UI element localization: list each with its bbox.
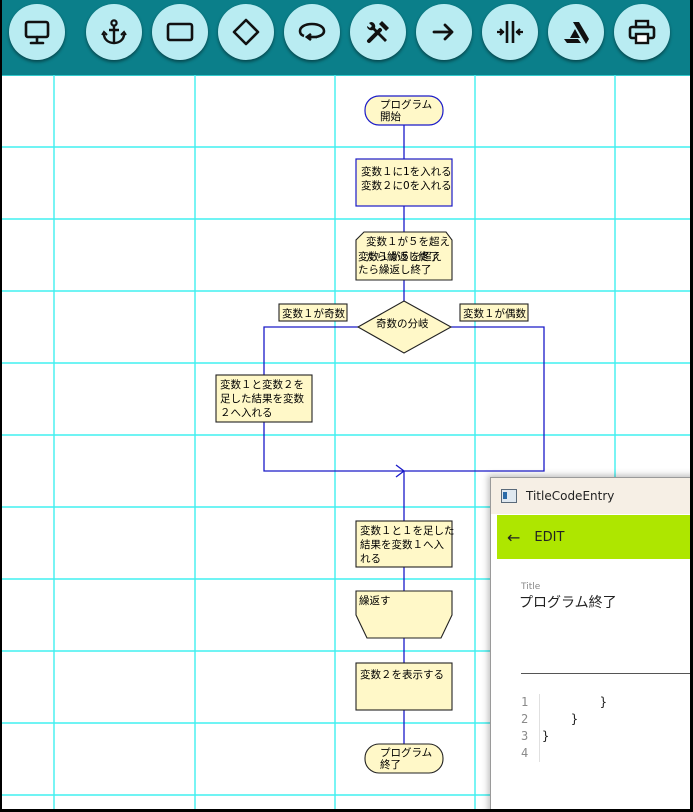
init-label: 変数２に0を入れる [361, 179, 452, 192]
loop-start-label: たら繰返し終了 [366, 250, 440, 263]
rectangle-button[interactable] [152, 4, 208, 60]
branch-right-text: 変数１が偶数 [463, 307, 526, 320]
line-text[interactable] [539, 745, 549, 762]
start-label: 開始 [380, 110, 401, 123]
start-label: プログラム [380, 98, 432, 111]
end-node[interactable] [364, 743, 444, 774]
tools-icon [367, 21, 389, 43]
tools-button[interactable] [350, 4, 406, 60]
split-button[interactable] [482, 4, 538, 60]
decision-node[interactable] [356, 300, 453, 354]
code-line[interactable]: 4 [521, 745, 607, 762]
add-vars-label: 足した結果を変数 [220, 392, 304, 405]
printer-button[interactable] [614, 4, 670, 60]
add-vars-label: ２へ入れる [220, 407, 273, 419]
loop-start-node[interactable] [355, 231, 453, 281]
branch-right-label[interactable] [459, 303, 529, 322]
loop-start-label: 変数１が５を超え [358, 250, 442, 263]
anchor-button[interactable] [86, 4, 142, 60]
increment-label: れる [360, 553, 381, 565]
arrow-right-icon [432, 23, 454, 41]
line-number: 3 [521, 729, 529, 743]
diamond-icon [232, 18, 260, 46]
end-label: プログラム [380, 746, 432, 759]
loop-icon [298, 22, 326, 42]
display-label: 変数２を表示する [360, 668, 444, 681]
window-app-icon [501, 489, 517, 503]
edit-appbar: ← EDIT [497, 515, 690, 559]
code-line[interactable]: 2 } [521, 711, 607, 728]
line-text[interactable]: } [539, 694, 607, 711]
display-node[interactable] [355, 662, 453, 711]
increment-node[interactable] [355, 520, 453, 568]
toolbar [2, 0, 690, 76]
title-field[interactable] [519, 594, 689, 610]
window-title: TitleCodeEntry [526, 489, 615, 503]
code-editor[interactable]: 1 }2 }3}4 [521, 694, 607, 762]
arrow-right-button[interactable] [416, 4, 472, 60]
init-label: 変数１に1を入れる [361, 165, 452, 178]
code-line[interactable]: 3} [521, 728, 607, 745]
diamond-button[interactable] [218, 4, 274, 60]
arrowhead [395, 464, 406, 478]
window-titlebar[interactable]: TitleCodeEntry [491, 478, 690, 514]
printer-icon [628, 19, 656, 45]
end-label: 終了 [380, 758, 401, 771]
loop-end-label: 繰返す [359, 594, 391, 607]
loop-end-node[interactable] [355, 590, 453, 639]
line-text[interactable]: } [539, 728, 549, 745]
anchor-icon [101, 19, 127, 45]
monitor-icon [24, 20, 50, 45]
title-field-label: Title [521, 582, 541, 592]
back-arrow-icon[interactable]: ← [507, 527, 521, 547]
init-node[interactable] [355, 158, 453, 207]
split-icon [497, 21, 523, 43]
line-number: 1 [521, 695, 529, 709]
add-vars-node[interactable] [215, 374, 313, 423]
line-text[interactable]: } [539, 711, 578, 728]
separator [521, 673, 690, 674]
decision-label: 奇数の分岐 [376, 317, 429, 330]
monitor-button[interactable] [9, 4, 65, 60]
loop-button[interactable] [284, 4, 340, 60]
increment-label: 変数１と１を足した [360, 524, 455, 537]
rectangle-icon [166, 22, 194, 42]
line-number: 4 [521, 746, 529, 760]
artstation-icon [564, 22, 589, 44]
line-number: 2 [521, 712, 529, 726]
code-line[interactable]: 1 } [521, 694, 607, 711]
branch-left-text: 変数１が奇数 [282, 307, 345, 320]
add-vars-label: 変数１と変数２を [220, 378, 304, 391]
increment-label: 結果を変数１へ入 [360, 538, 444, 551]
start-node[interactable] [364, 95, 444, 126]
code-entry-window[interactable]: TitleCodeEntry ← EDIT Title 1 }2 }3}4 [490, 477, 690, 809]
artstation-button[interactable] [548, 4, 604, 60]
loop-start-label: 変数１が５を超え [366, 235, 450, 248]
branch-left-label[interactable] [278, 303, 348, 322]
loop-start-label: たら繰返し終了 [358, 263, 432, 276]
appbar-title: EDIT [534, 529, 565, 545]
